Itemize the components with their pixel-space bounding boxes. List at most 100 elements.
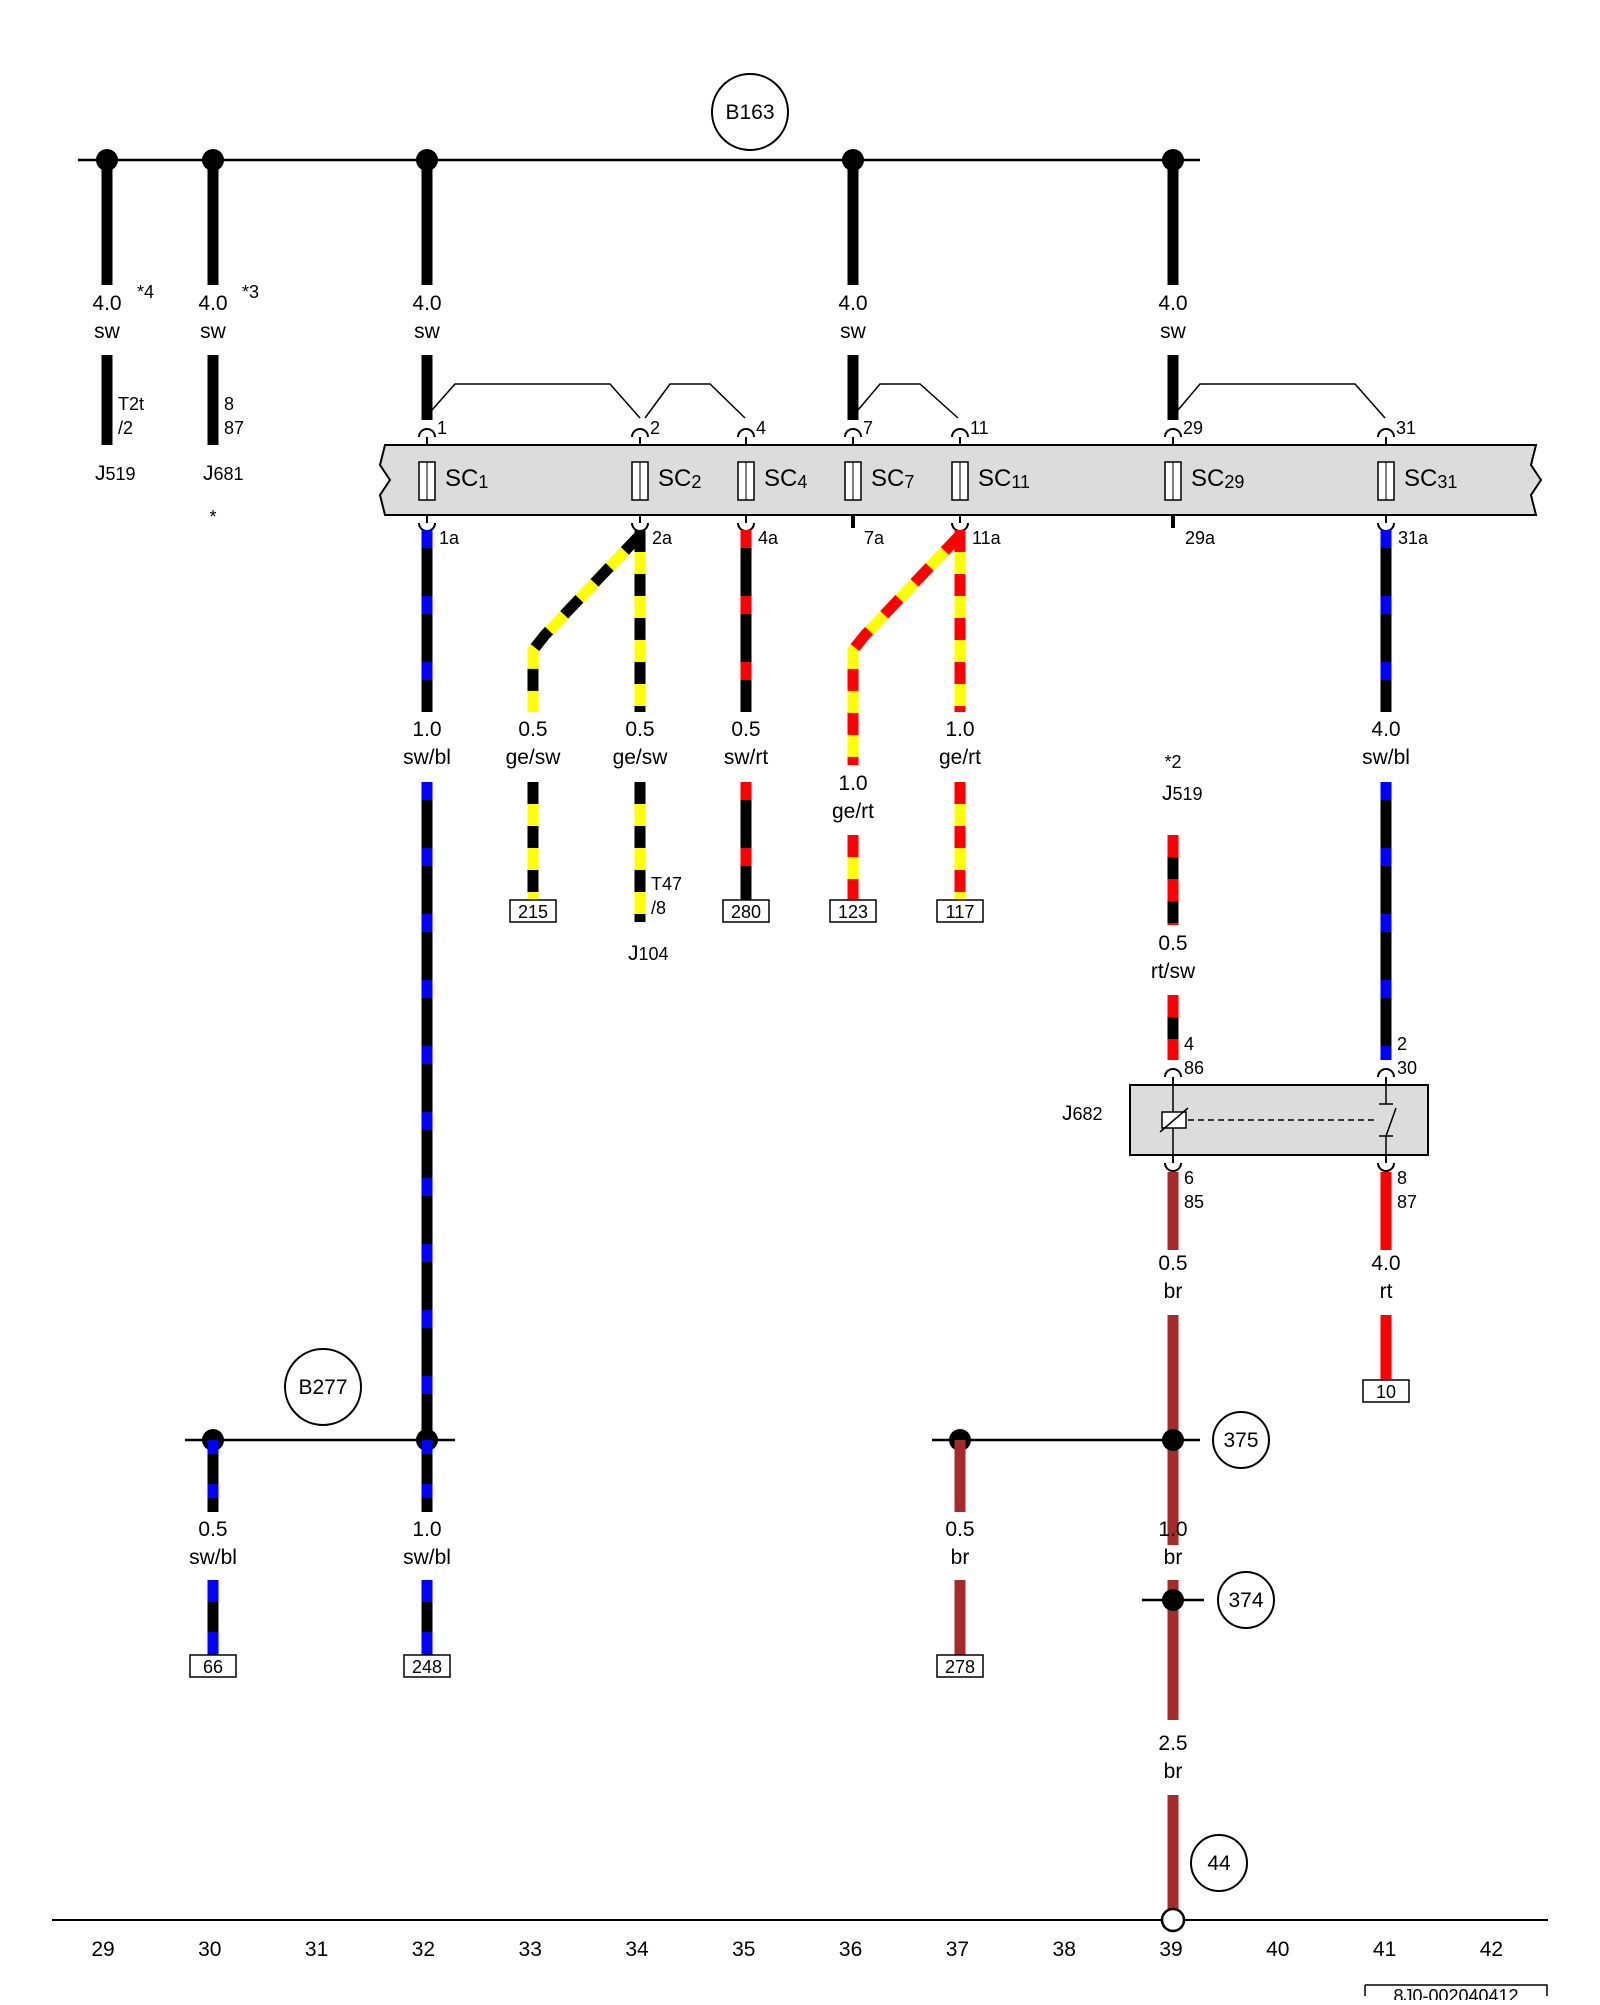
component-j519: J519 (95, 462, 136, 485)
wire-size: 0.5 (1158, 1252, 1187, 1275)
column-number: 31 (305, 1938, 328, 1961)
ref-box-117: 117 (936, 899, 984, 923)
relay-pin: 85 (1184, 1192, 1204, 1212)
fuse-pin-stubs (851, 515, 1175, 528)
wire-color: sw (200, 320, 227, 343)
column-number: 39 (1159, 1938, 1182, 1961)
ref-box-280: 280 (722, 899, 770, 923)
svg-text:278: 278 (945, 1657, 975, 1677)
wire-color: sw (840, 320, 867, 343)
fuse-bridges (431, 383, 1386, 419)
fuse-sc11: SC11 (951, 461, 1030, 501)
component-j104: J104 (628, 942, 669, 965)
wire-color: sw (414, 320, 441, 343)
svg-text:SC7: SC7 (871, 465, 914, 492)
wire-color: ge/rt (939, 746, 981, 769)
wire-size: 4.0 (198, 292, 227, 315)
svg-text:1a: 1a (439, 528, 460, 548)
column-number: 29 (91, 1938, 114, 1961)
column-number: 32 (412, 1938, 435, 1961)
ref-box-278: 278 (936, 1654, 984, 1678)
wire-note: *2 (1164, 752, 1181, 772)
footnote: * (209, 507, 216, 527)
svg-text:8J0-002040412: 8J0-002040412 (1393, 1986, 1518, 2000)
svg-text:SC4: SC4 (764, 465, 807, 492)
wire-size: 4.0 (1371, 1252, 1400, 1275)
relay-pin: 86 (1184, 1058, 1204, 1078)
connector-b163: B163 (711, 73, 789, 151)
wire-color: ge/sw (506, 746, 562, 769)
wire-color: sw/bl (1362, 746, 1410, 769)
svg-text:SC31: SC31 (1404, 465, 1457, 492)
relay-label: J682 (1062, 1102, 1103, 1125)
component-j681: J681 (203, 462, 244, 485)
wire-color: sw/rt (724, 746, 768, 769)
wire-size: 4.0 (1158, 292, 1187, 315)
svg-text:2: 2 (650, 418, 660, 438)
svg-text:SC2: SC2 (658, 465, 701, 492)
connector-374: 374 (1217, 1571, 1275, 1629)
wire-size: 1.0 (412, 718, 441, 741)
fuse-pin-labels: 1 2 4 7 11 29 31 1a 2a 4a 7a 11a 29a 31a (437, 418, 1429, 548)
wire-size: 0.5 (518, 718, 547, 741)
svg-text:SC1: SC1 (445, 465, 488, 492)
component-j519-b: J519 (1162, 782, 1203, 805)
fuse-sc7: SC7 (844, 461, 914, 501)
wire-color: br (1164, 1760, 1183, 1783)
wire-size: 2.5 (1158, 1732, 1187, 1755)
pin-label: T47 (651, 874, 682, 894)
fuse-sc31: SC31 (1377, 461, 1457, 501)
wire-color: br (1164, 1546, 1183, 1569)
wire-color: sw/bl (403, 746, 451, 769)
pin-label: 87 (224, 418, 244, 438)
wire-color: br (1164, 1280, 1183, 1303)
ref-box-215: 215 (509, 899, 557, 923)
fuse-sc29: SC29 (1164, 461, 1244, 501)
svg-text:375: 375 (1223, 1429, 1258, 1452)
svg-text:31: 31 (1396, 418, 1416, 438)
connector-b163-label: B163 (725, 101, 774, 124)
svg-text:123: 123 (838, 902, 868, 922)
svg-text:1: 1 (437, 418, 447, 438)
column-number: 41 (1373, 1938, 1396, 1961)
column-number: 37 (946, 1938, 969, 1961)
wire-color: sw (1160, 320, 1187, 343)
svg-text:7: 7 (863, 418, 873, 438)
svg-text:66: 66 (203, 1657, 223, 1677)
wire-size: 0.5 (731, 718, 760, 741)
connector-375: 375 (1212, 1411, 1270, 1469)
wire-color: sw (94, 320, 121, 343)
wire-note: *4 (137, 282, 154, 302)
column-number: 40 (1266, 1938, 1289, 1961)
relay-pin: 2 (1397, 1034, 1407, 1054)
wire-size: 0.5 (1158, 932, 1187, 955)
svg-text:29a: 29a (1185, 528, 1216, 548)
ref-box-123: 123 (829, 899, 877, 923)
fuse-sc4: SC4 (737, 461, 807, 501)
svg-text:44: 44 (1207, 1852, 1231, 1875)
relay-j682: J682 4 86 2 30 6 85 8 87 (1062, 1034, 1429, 1212)
svg-text:4a: 4a (758, 528, 779, 548)
diagram-id-box: 8J0-002040412 (1364, 1984, 1548, 2005)
wire-size: 1.0 (838, 772, 867, 795)
svg-text:SC29: SC29 (1191, 465, 1244, 492)
junction (1162, 1589, 1184, 1611)
wire-color: ge/sw (613, 746, 669, 769)
column-number: 33 (519, 1938, 542, 1961)
svg-text:11a: 11a (972, 528, 1002, 548)
fuse-sc2: SC2 (631, 461, 701, 501)
fuse-sc1: SC1 (418, 461, 488, 501)
wire-color: ge/rt (832, 800, 874, 823)
ref-box-10: 10 (1362, 1379, 1410, 1403)
column-number: 36 (839, 1938, 862, 1961)
connector-b277: B277 (284, 1348, 362, 1426)
relay-pin: 30 (1397, 1058, 1417, 1078)
relay-pin: 87 (1397, 1192, 1417, 1212)
pin-label: 8 (224, 394, 234, 414)
ground-point (1160, 1907, 1186, 1933)
relay-pin: 4 (1184, 1034, 1194, 1054)
svg-text:4: 4 (756, 418, 766, 438)
connector-44: 44 (1190, 1834, 1248, 1892)
wire-size: 0.5 (198, 1518, 227, 1541)
svg-text:374: 374 (1228, 1589, 1263, 1612)
